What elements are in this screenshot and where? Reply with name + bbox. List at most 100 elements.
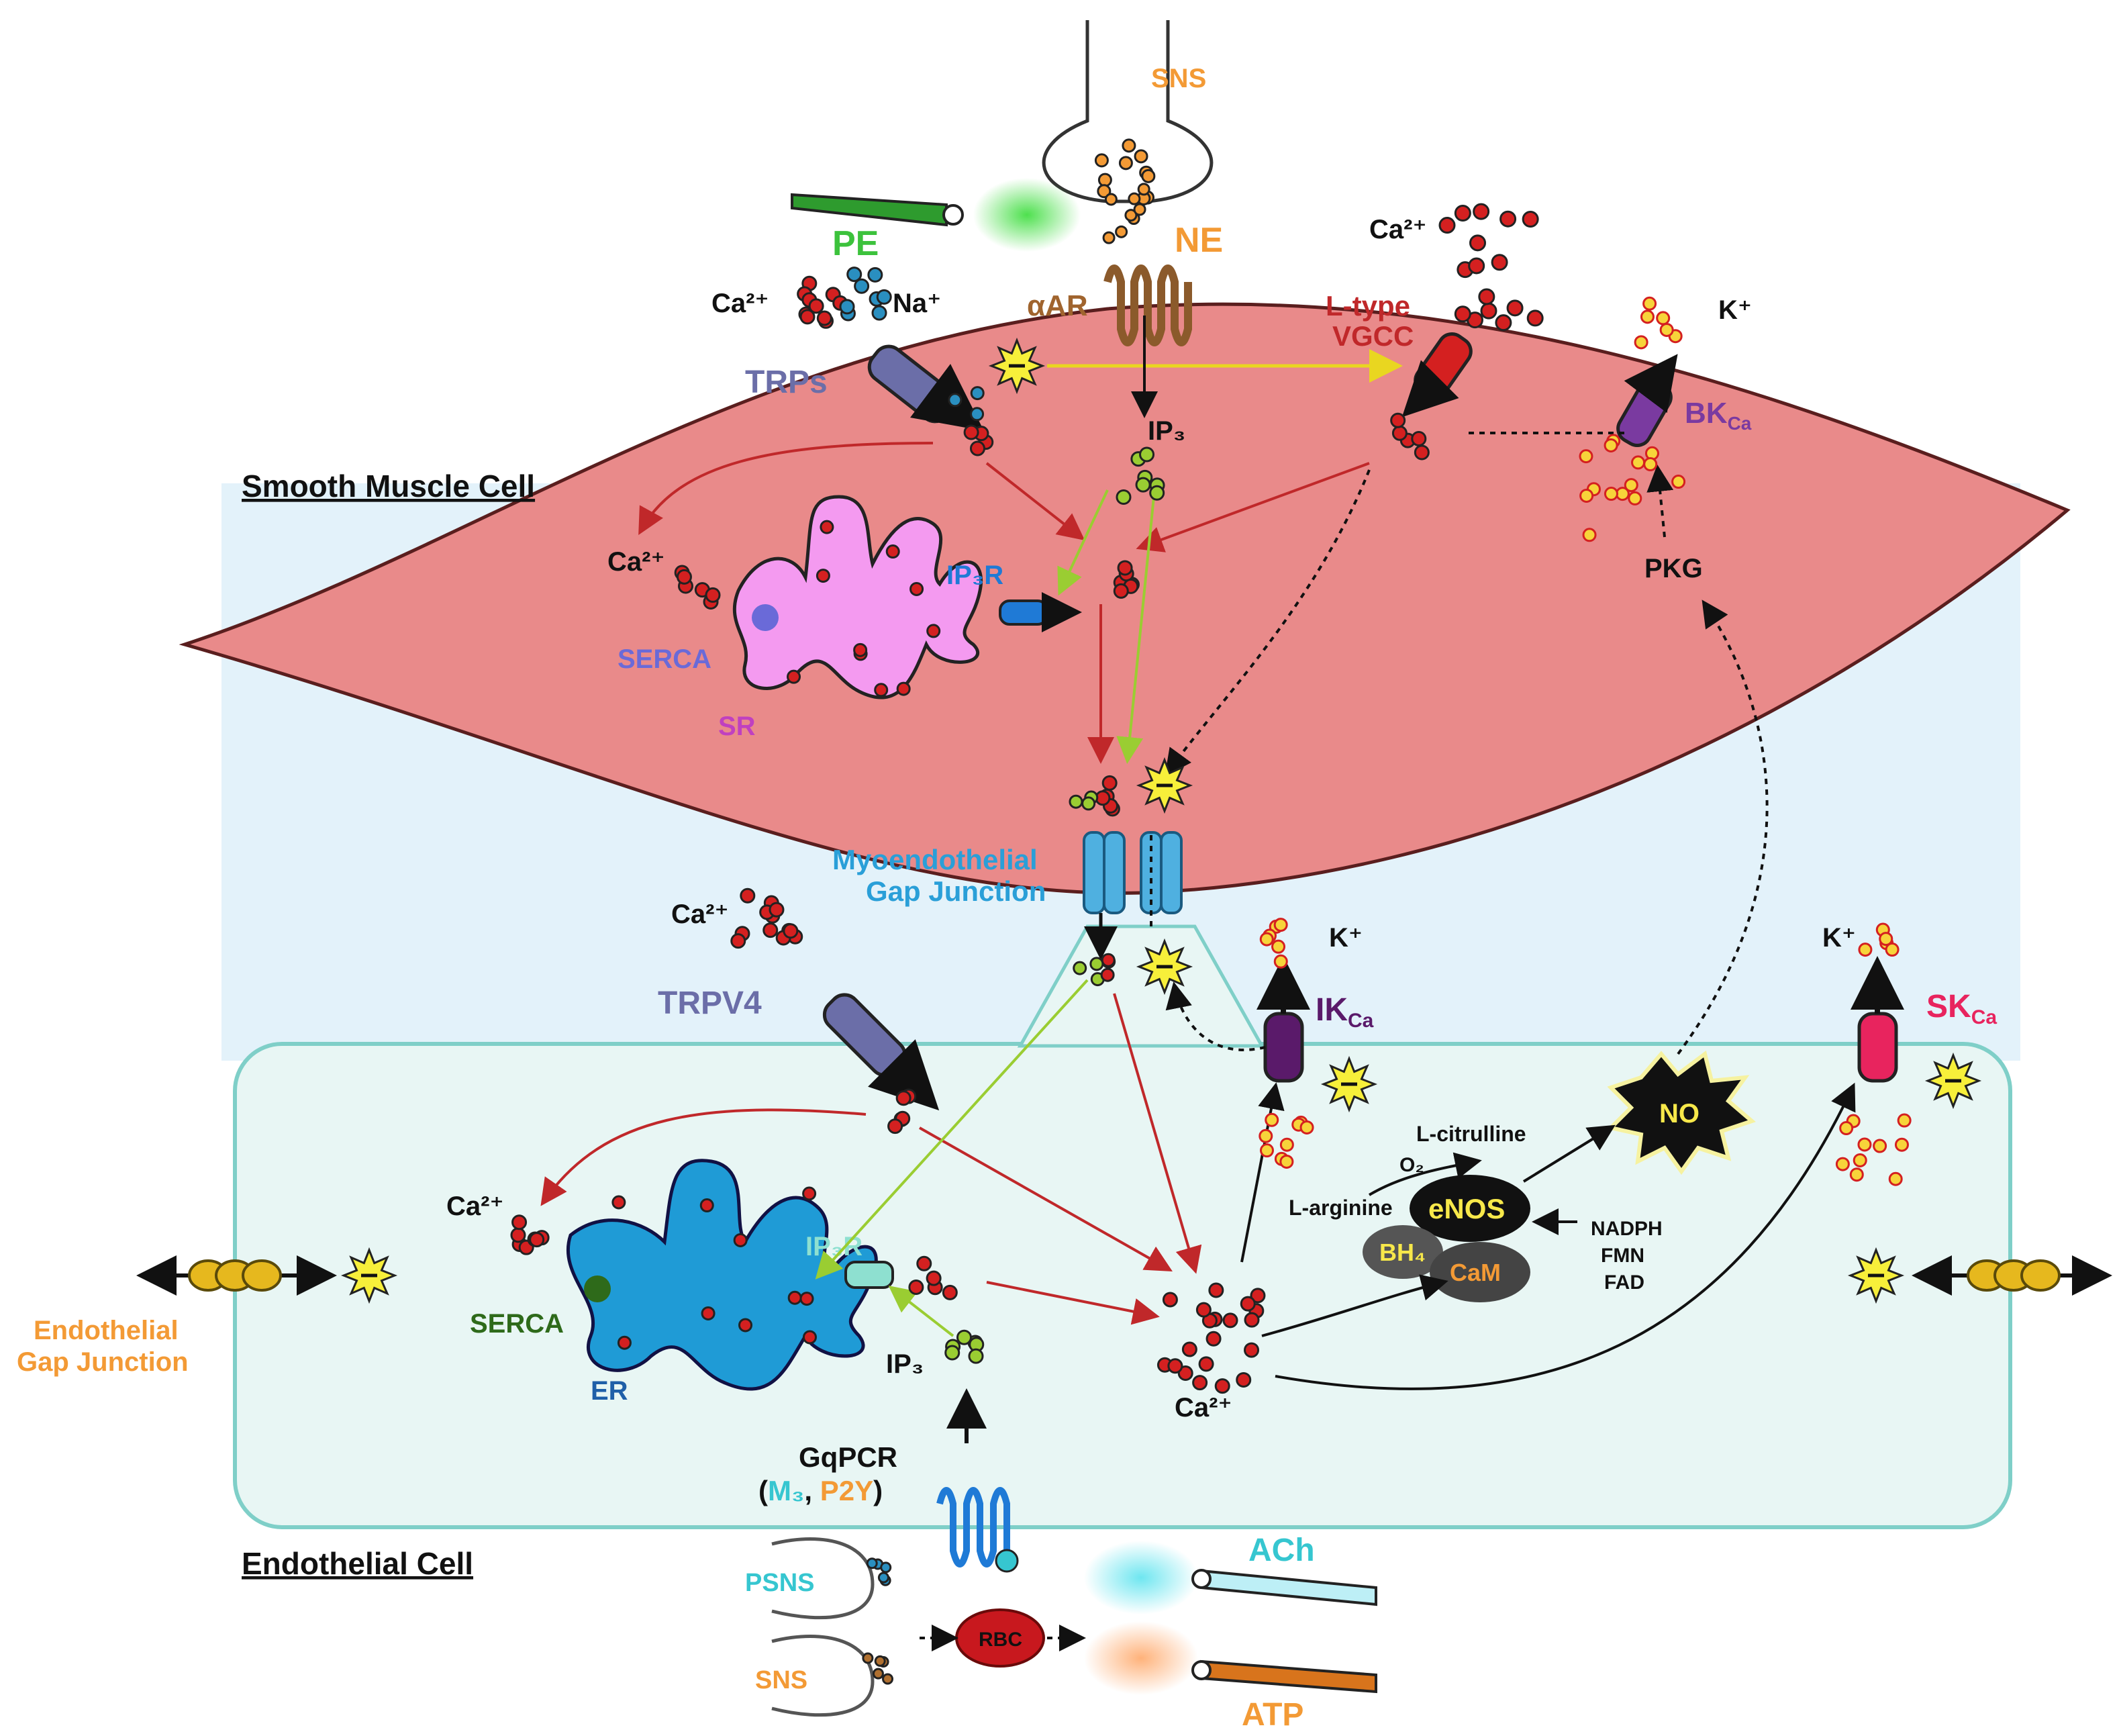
ion-particle [1259, 932, 1274, 947]
ion-particle [1100, 967, 1115, 982]
ion-particle [510, 1227, 526, 1243]
bh4-label: BH₄ [1379, 1239, 1426, 1266]
ion-particle [1624, 478, 1638, 493]
ion-particle [816, 310, 832, 326]
ion-particle [1259, 1128, 1273, 1143]
ion-particle [1390, 412, 1406, 428]
ion-particle [1414, 444, 1430, 461]
ion-particle [1122, 138, 1136, 153]
nadph-label: NADPH [1591, 1218, 1663, 1240]
ion-particle [1454, 305, 1471, 323]
ion-particle [1888, 1171, 1903, 1186]
psns-label: PSNS [745, 1569, 814, 1597]
ion-particle [816, 569, 830, 583]
ion-particle [1659, 322, 1674, 337]
ion-particle [1894, 1137, 1909, 1152]
ion-particle [1181, 1341, 1197, 1357]
fmn-label: FMN [1601, 1245, 1644, 1267]
ion-particle [1279, 1137, 1294, 1152]
ion-particle [1582, 528, 1597, 542]
endo-gj-label-1: Endothelial [34, 1316, 179, 1345]
ion-particle [820, 520, 834, 534]
ion-particle [854, 278, 870, 294]
ach-glow [1084, 1541, 1198, 1614]
fad-label: FAD [1604, 1271, 1644, 1294]
skca-label: SKCa [1926, 989, 1997, 1028]
ion-particle [1128, 192, 1141, 205]
ion-particle [963, 424, 979, 440]
ion-particle [1115, 225, 1128, 238]
ion-particle [529, 1232, 545, 1248]
pe-glow [973, 178, 1081, 252]
ion-particle [1089, 957, 1104, 971]
mgj-label-2: Gap Junction [866, 875, 1046, 907]
ca-ltype-label: Ca²⁺ [1369, 215, 1427, 244]
bkca-arrow [1624, 354, 1678, 414]
ion-particle [887, 1118, 903, 1135]
ion-particle [1149, 485, 1165, 501]
ion-particle [1081, 796, 1096, 811]
cam-label: CaM [1450, 1259, 1501, 1286]
k-ik-label: K⁺ [1329, 923, 1363, 953]
ion-particle [1101, 775, 1118, 791]
ion-particle [1240, 1296, 1256, 1312]
ion-particle [676, 569, 692, 585]
bh4-cofactor [1363, 1225, 1443, 1279]
ion-particle [1208, 1282, 1224, 1298]
ion-particle [730, 933, 746, 949]
ion-particle [1897, 1113, 1912, 1128]
ion-particle [853, 642, 868, 657]
ion-particle [908, 1279, 924, 1295]
mgj-label-1: Myoendothelial [832, 844, 1038, 875]
ion-particle [1094, 153, 1109, 168]
ion-particle [1468, 257, 1485, 275]
ion-particle [867, 267, 883, 283]
ne-label: NE [1175, 221, 1223, 260]
ca-er-label: Ca²⁺ [446, 1192, 504, 1221]
sr-organelle [732, 495, 983, 700]
ion-particle [1879, 932, 1893, 947]
ion-particle [1113, 583, 1129, 599]
ion-particle [1469, 234, 1487, 252]
ion-particle [1835, 1157, 1850, 1171]
bkca-label: BKCa [1685, 397, 1752, 434]
gqpcr-label: GqPCR [799, 1441, 897, 1473]
ion-particle [909, 581, 924, 596]
trps-label: TRPs [745, 365, 828, 400]
atp-pipette [1200, 1659, 1377, 1694]
ion-particle [1167, 1358, 1183, 1374]
ltype-label-2: VGCC [1332, 320, 1414, 352]
ion-particle [1526, 309, 1544, 327]
ion-particle [895, 1090, 911, 1106]
ion-particle [1192, 1375, 1208, 1391]
endo-gj-label-2: Gap Junction [17, 1347, 189, 1377]
ion-particle [874, 1655, 886, 1667]
ion-particle [783, 923, 799, 939]
ikca-channel [1263, 1012, 1304, 1083]
ion-particle [1069, 794, 1083, 809]
ion-particle [874, 683, 889, 697]
ion-particle [802, 1186, 817, 1201]
ach-label: ACh [1248, 1533, 1315, 1568]
pe-pipette [791, 193, 948, 227]
sns-top-label: SNS [1151, 64, 1206, 93]
gqpcr-receptor [936, 1487, 1010, 1568]
ion-particle [1454, 205, 1471, 222]
ion-particle [944, 1345, 960, 1361]
ion-particle [948, 393, 963, 407]
ion-particle [1273, 918, 1288, 932]
pe-label: PE [832, 224, 879, 263]
ion-particle [1839, 1121, 1854, 1136]
ion-particle [970, 407, 985, 422]
ion-particle [1299, 1120, 1314, 1135]
ion-particle [611, 1195, 626, 1210]
ca-bottom-label: Ca²⁺ [1175, 1393, 1232, 1422]
er-label: ER [591, 1376, 628, 1406]
ip3r-smc-channel [999, 599, 1048, 626]
signaling-arrows [540, 316, 1856, 1390]
ip3-smc-label: IP₃ [1148, 416, 1185, 446]
ion-particle [1133, 203, 1146, 216]
ion-particle [968, 1348, 984, 1364]
ion-particle [1858, 943, 1873, 957]
